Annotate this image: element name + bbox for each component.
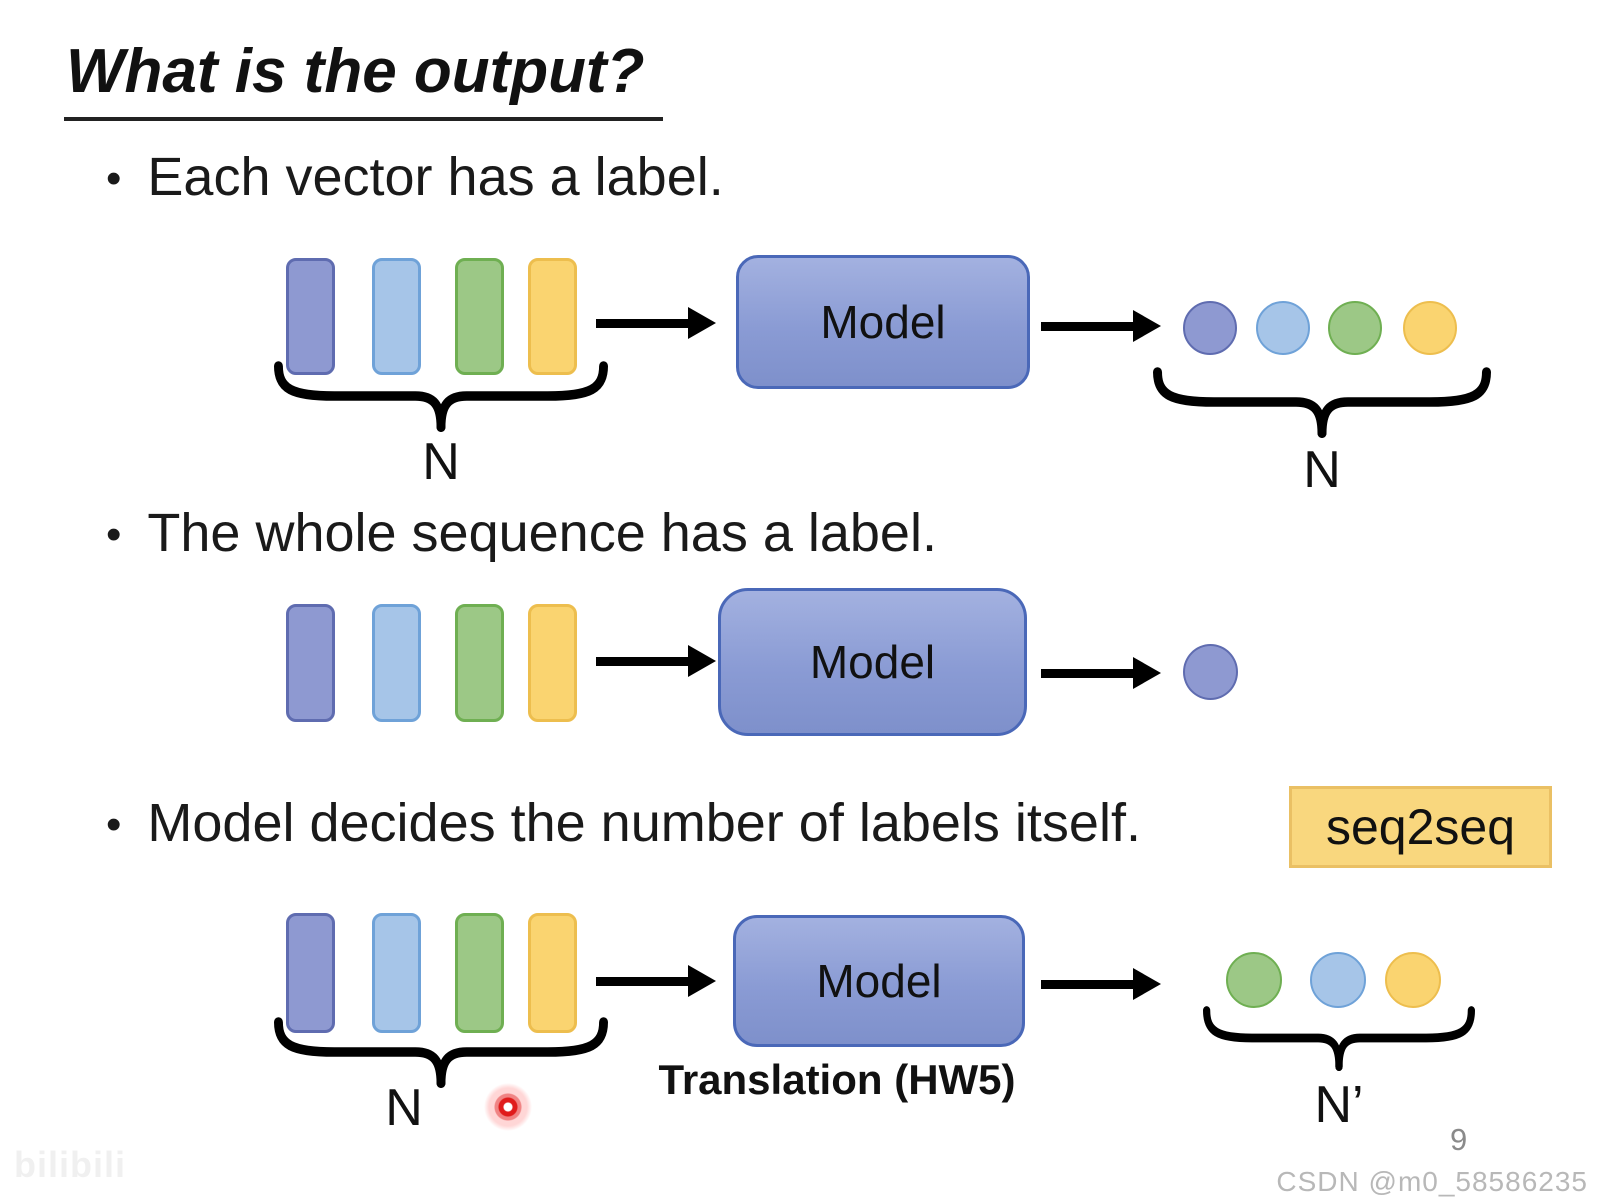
flow-arrow-icon xyxy=(1041,310,1161,342)
flow-arrow-icon xyxy=(596,965,716,997)
model-box: Model xyxy=(718,588,1027,736)
bullet-dot-icon: • xyxy=(106,510,122,559)
bullet-item: • Each vector has a label. xyxy=(106,146,724,212)
bullet-dot-icon: • xyxy=(106,154,122,203)
model-box: Model xyxy=(733,915,1025,1047)
output-circle xyxy=(1183,301,1237,355)
model-label: Model xyxy=(809,636,936,688)
output-circle xyxy=(1183,644,1238,700)
laser-pointer-dot xyxy=(484,1083,532,1131)
output-circle xyxy=(1403,301,1457,355)
output-circle xyxy=(1226,952,1282,1008)
vector-bar xyxy=(372,604,421,722)
bilibili-logo: bilibili xyxy=(14,1144,126,1185)
translation-caption: Translation (HW5) xyxy=(658,1056,1016,1103)
count-label: N’ xyxy=(1314,1076,1364,1134)
vector-bar xyxy=(372,258,421,375)
vector-bar xyxy=(286,604,335,722)
model-box: Model xyxy=(736,255,1030,389)
output-circle xyxy=(1256,301,1310,355)
page-title: What is the output? xyxy=(64,36,663,121)
output-circle xyxy=(1385,952,1441,1008)
vector-bar xyxy=(286,258,335,375)
underbrace xyxy=(274,1017,608,1088)
bullet-label: Model decides the number of labels itsel… xyxy=(147,793,1141,853)
csdn-watermark: CSDN @m0_58586235 xyxy=(1276,1166,1588,1197)
seq2seq-tag: seq2seq xyxy=(1289,786,1552,868)
vector-bar xyxy=(528,913,577,1033)
flow-arrow-icon xyxy=(1041,657,1161,689)
vector-bar xyxy=(372,913,421,1033)
flow-arrow-icon xyxy=(1041,968,1161,1000)
bullet-dot-icon: • xyxy=(106,800,122,849)
vector-bar xyxy=(286,913,335,1033)
flow-arrow-icon xyxy=(596,645,716,677)
bullet-item: • The whole sequence has a label. xyxy=(106,502,937,568)
bullet-label: The whole sequence has a label. xyxy=(147,503,937,563)
model-label: Model xyxy=(820,296,946,348)
underbrace xyxy=(274,361,608,432)
count-label: N xyxy=(385,1079,423,1137)
count-label: N xyxy=(1303,441,1341,499)
seq2seq-label: seq2seq xyxy=(1325,799,1516,855)
vector-bar xyxy=(528,604,577,722)
vector-bar xyxy=(528,258,577,375)
bullet-label: Each vector has a label. xyxy=(147,147,724,207)
vector-bar xyxy=(455,913,504,1033)
vector-bar xyxy=(455,604,504,722)
vector-bar xyxy=(455,258,504,375)
underbrace xyxy=(1203,1006,1475,1071)
model-label: Model xyxy=(816,955,942,1007)
count-label: N xyxy=(422,433,460,491)
bullet-item: • Model decides the number of labels its… xyxy=(106,792,1141,858)
page-number: 9 xyxy=(1450,1122,1468,1157)
underbrace xyxy=(1153,367,1491,438)
output-circle xyxy=(1328,301,1382,355)
flow-arrow-icon xyxy=(596,307,716,339)
output-circle xyxy=(1310,952,1366,1008)
